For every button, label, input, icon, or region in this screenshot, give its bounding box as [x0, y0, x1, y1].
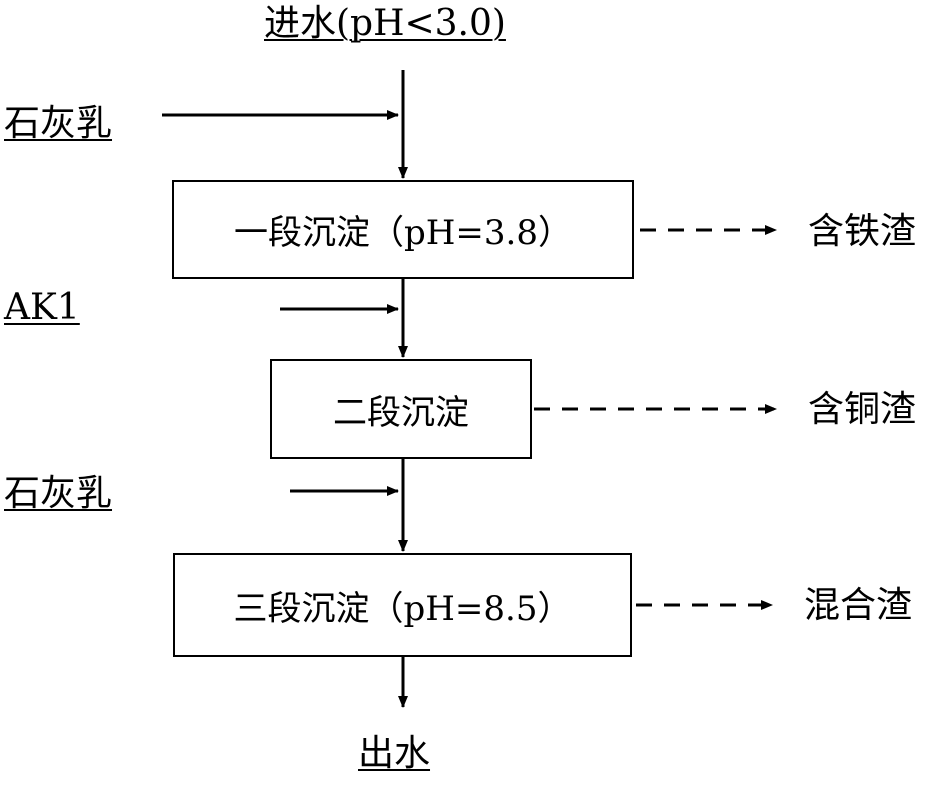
stage-2-box: 二段沉淀 [270, 359, 532, 459]
stage-2-label: 二段沉淀 [333, 392, 469, 433]
residue-3-label: 混合渣 [804, 585, 913, 626]
ak1-label: AK1 [4, 287, 80, 328]
stage-3-label: 三段沉淀（pH=8.5） [233, 588, 572, 629]
lime-milk-label-1: 石灰乳 [4, 103, 113, 144]
stage-3-box: 三段沉淀（pH=8.5） [173, 553, 632, 657]
residue-1-label: 含铁渣 [808, 211, 917, 252]
stage-1-box: 一段沉淀（pH=3.8） [172, 180, 634, 279]
stage-1-label: 一段沉淀（pH=3.8） [234, 213, 572, 253]
inlet-label: 进水(pH<3.0) [264, 3, 506, 44]
residue-2-label: 含铜渣 [808, 389, 917, 430]
outlet-label: 出水 [358, 733, 431, 774]
lime-milk-label-2: 石灰乳 [4, 473, 113, 514]
